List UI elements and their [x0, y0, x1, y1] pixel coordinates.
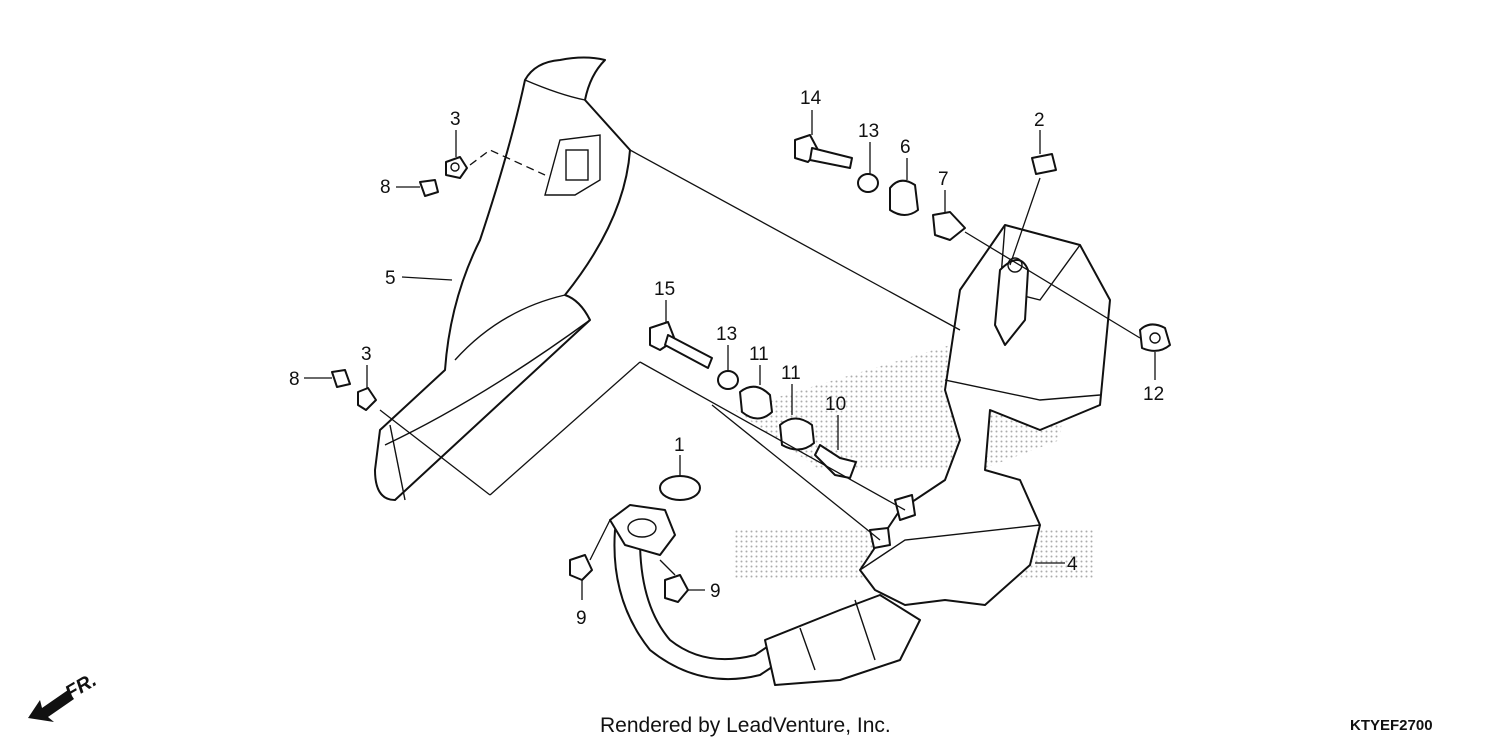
callout-11-right: 11: [781, 363, 801, 384]
front-arrow-icon: [28, 690, 74, 722]
callout-14: 14: [800, 88, 822, 109]
callout-5: 5: [385, 268, 396, 289]
callout-12: 12: [1143, 384, 1164, 405]
callout-10: 10: [825, 394, 846, 415]
callout-8-top: 8: [380, 177, 391, 198]
render-credit: Rendered by LeadVenture, Inc.: [600, 714, 891, 737]
callout-4: 4: [1067, 554, 1078, 575]
callout-13-top: 13: [858, 121, 879, 142]
exhaust-pipe: [609, 504, 921, 686]
callout-8-bottom: 8: [289, 369, 300, 390]
heat-shield-cover: [374, 56, 631, 501]
callout-6: 6: [900, 137, 911, 158]
leader-lines: [304, 110, 1156, 600]
hardware: [331, 134, 1171, 603]
gasket: [659, 475, 701, 501]
callout-3-bottom: 3: [361, 344, 372, 365]
callout-2: 2: [1034, 110, 1045, 131]
diagram-code: KTYEF2700: [1350, 717, 1433, 734]
callout-labels: 1 2 3 3 4 5 6 7 8 8 9 9 10 11 11 12 13 1…: [289, 88, 1164, 629]
callout-15: 15: [654, 279, 675, 300]
callout-9-right: 9: [710, 581, 721, 602]
callout-7: 7: [938, 169, 949, 190]
muffler: [859, 224, 1111, 606]
callout-11-left: 11: [749, 344, 769, 365]
callout-9-left: 9: [576, 608, 587, 629]
callout-13-bottom: 13: [716, 324, 737, 345]
callout-1: 1: [674, 435, 685, 456]
front-direction-indicator: FR.: [28, 669, 100, 722]
callout-3-top: 3: [450, 109, 461, 130]
